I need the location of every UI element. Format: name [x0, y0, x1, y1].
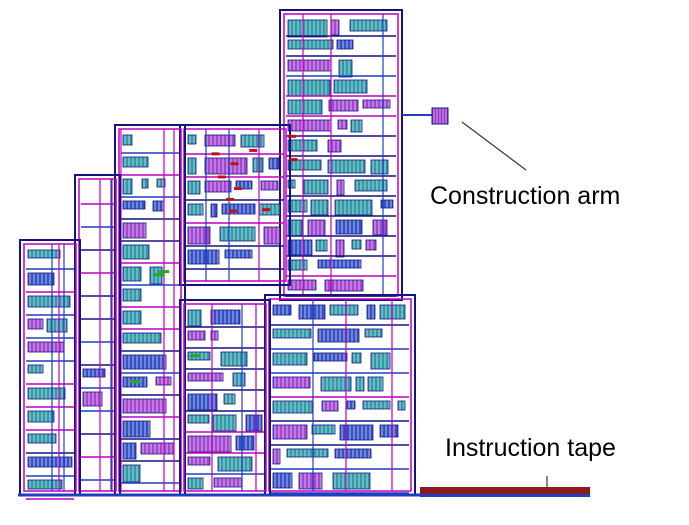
instruction-tape-label: Instruction tape — [445, 434, 616, 463]
circuit-block — [180, 300, 270, 495]
circuit-block — [265, 295, 415, 495]
construction-arm-tip — [402, 108, 448, 124]
circuit-block — [180, 125, 290, 285]
construction-arm-label: Construction arm — [430, 182, 620, 211]
circuit-block — [115, 125, 185, 495]
construction-arm-pointer — [462, 122, 526, 170]
circuit-block — [20, 240, 80, 499]
circuit-block — [75, 175, 120, 495]
instruction-tape — [420, 487, 590, 494]
circuit-body — [18, 10, 420, 499]
instruction-tape-base — [420, 494, 590, 497]
circuit-block — [280, 10, 402, 300]
